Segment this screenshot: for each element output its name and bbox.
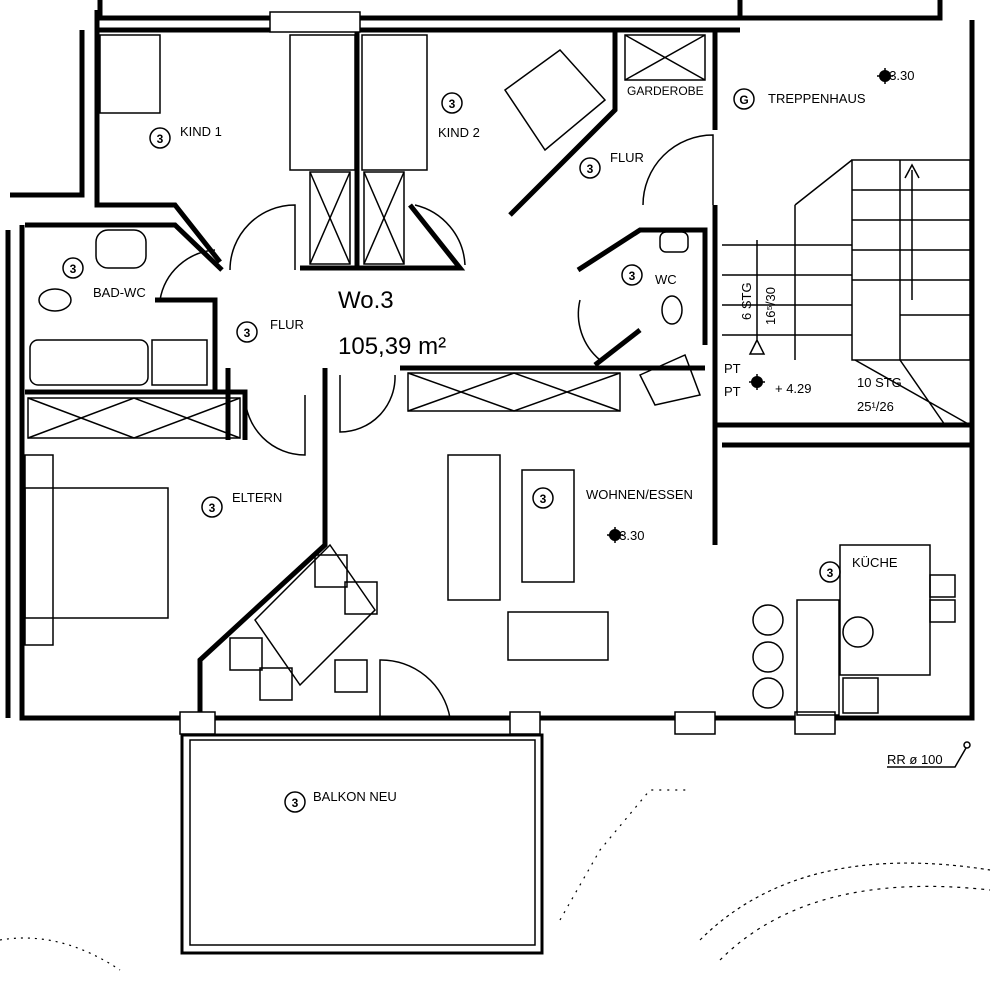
unit-title: Wo.3 [338, 287, 394, 314]
room-marker: 3 [827, 566, 834, 580]
stair-annotations: 6 STG 16⁵/30 PT PT + 4.29 10 STG 25¹/26 … [724, 282, 971, 768]
room-label-balkon: BALKON NEU [313, 789, 397, 804]
level-markers [607, 68, 893, 543]
drain-label: RR ø 100 [887, 752, 943, 767]
room-label-garderobe: GARDEROBE [627, 84, 704, 98]
room-label-kind1: KIND 1 [180, 124, 222, 139]
room-marker: 3 [157, 132, 164, 146]
pt-label-2: PT [724, 384, 741, 399]
room-marker: 3 [244, 326, 251, 340]
room-label-flur: FLUR [270, 317, 304, 332]
balcony [180, 733, 544, 955]
stair-upper-steps: 6 STG [739, 282, 754, 320]
stair-upper-dim: 16⁵/30 [763, 287, 778, 325]
door-swings [159, 134, 714, 719]
unit-area: 105,39 m² [338, 333, 446, 360]
room-label-eltern: ELTERN [232, 490, 282, 505]
room-label-treppenhaus: TREPPENHAUS [768, 91, 866, 106]
room-marker: 3 [540, 492, 547, 506]
stair-lower-steps: 10 STG [857, 375, 902, 390]
windows [179, 11, 836, 735]
furniture [24, 34, 956, 716]
room-marker: 3 [209, 501, 216, 515]
room-marker: 3 [70, 262, 77, 276]
staircase [722, 159, 971, 426]
landing-level: + 4.29 [775, 381, 812, 396]
room-marker: 3 [292, 796, 299, 810]
room-marker: 3 [629, 269, 636, 283]
room-label-flur-upper: FLUR [610, 150, 644, 165]
room-label-wc: WC [655, 272, 677, 287]
pt-label-1: PT [724, 361, 741, 376]
room-label-kueche: KÜCHE [852, 555, 898, 570]
vegetation-hatching [0, 789, 991, 971]
stair-lower-dim: 25¹/26 [857, 399, 894, 414]
walls [5, 0, 975, 721]
room-label-wohnen-essen: WOHNEN/ESSEN [586, 487, 693, 502]
room-labels: Wo.3 105,39 m² 3 KIND 1 3 KIND 2 GARDERO… [62, 68, 915, 813]
room-label-kind2: KIND 2 [438, 125, 480, 140]
room-marker: G [739, 93, 748, 107]
room-marker: 3 [449, 97, 456, 111]
room-marker: 3 [587, 162, 594, 176]
room-label-bad-wc: BAD-WC [93, 285, 146, 300]
